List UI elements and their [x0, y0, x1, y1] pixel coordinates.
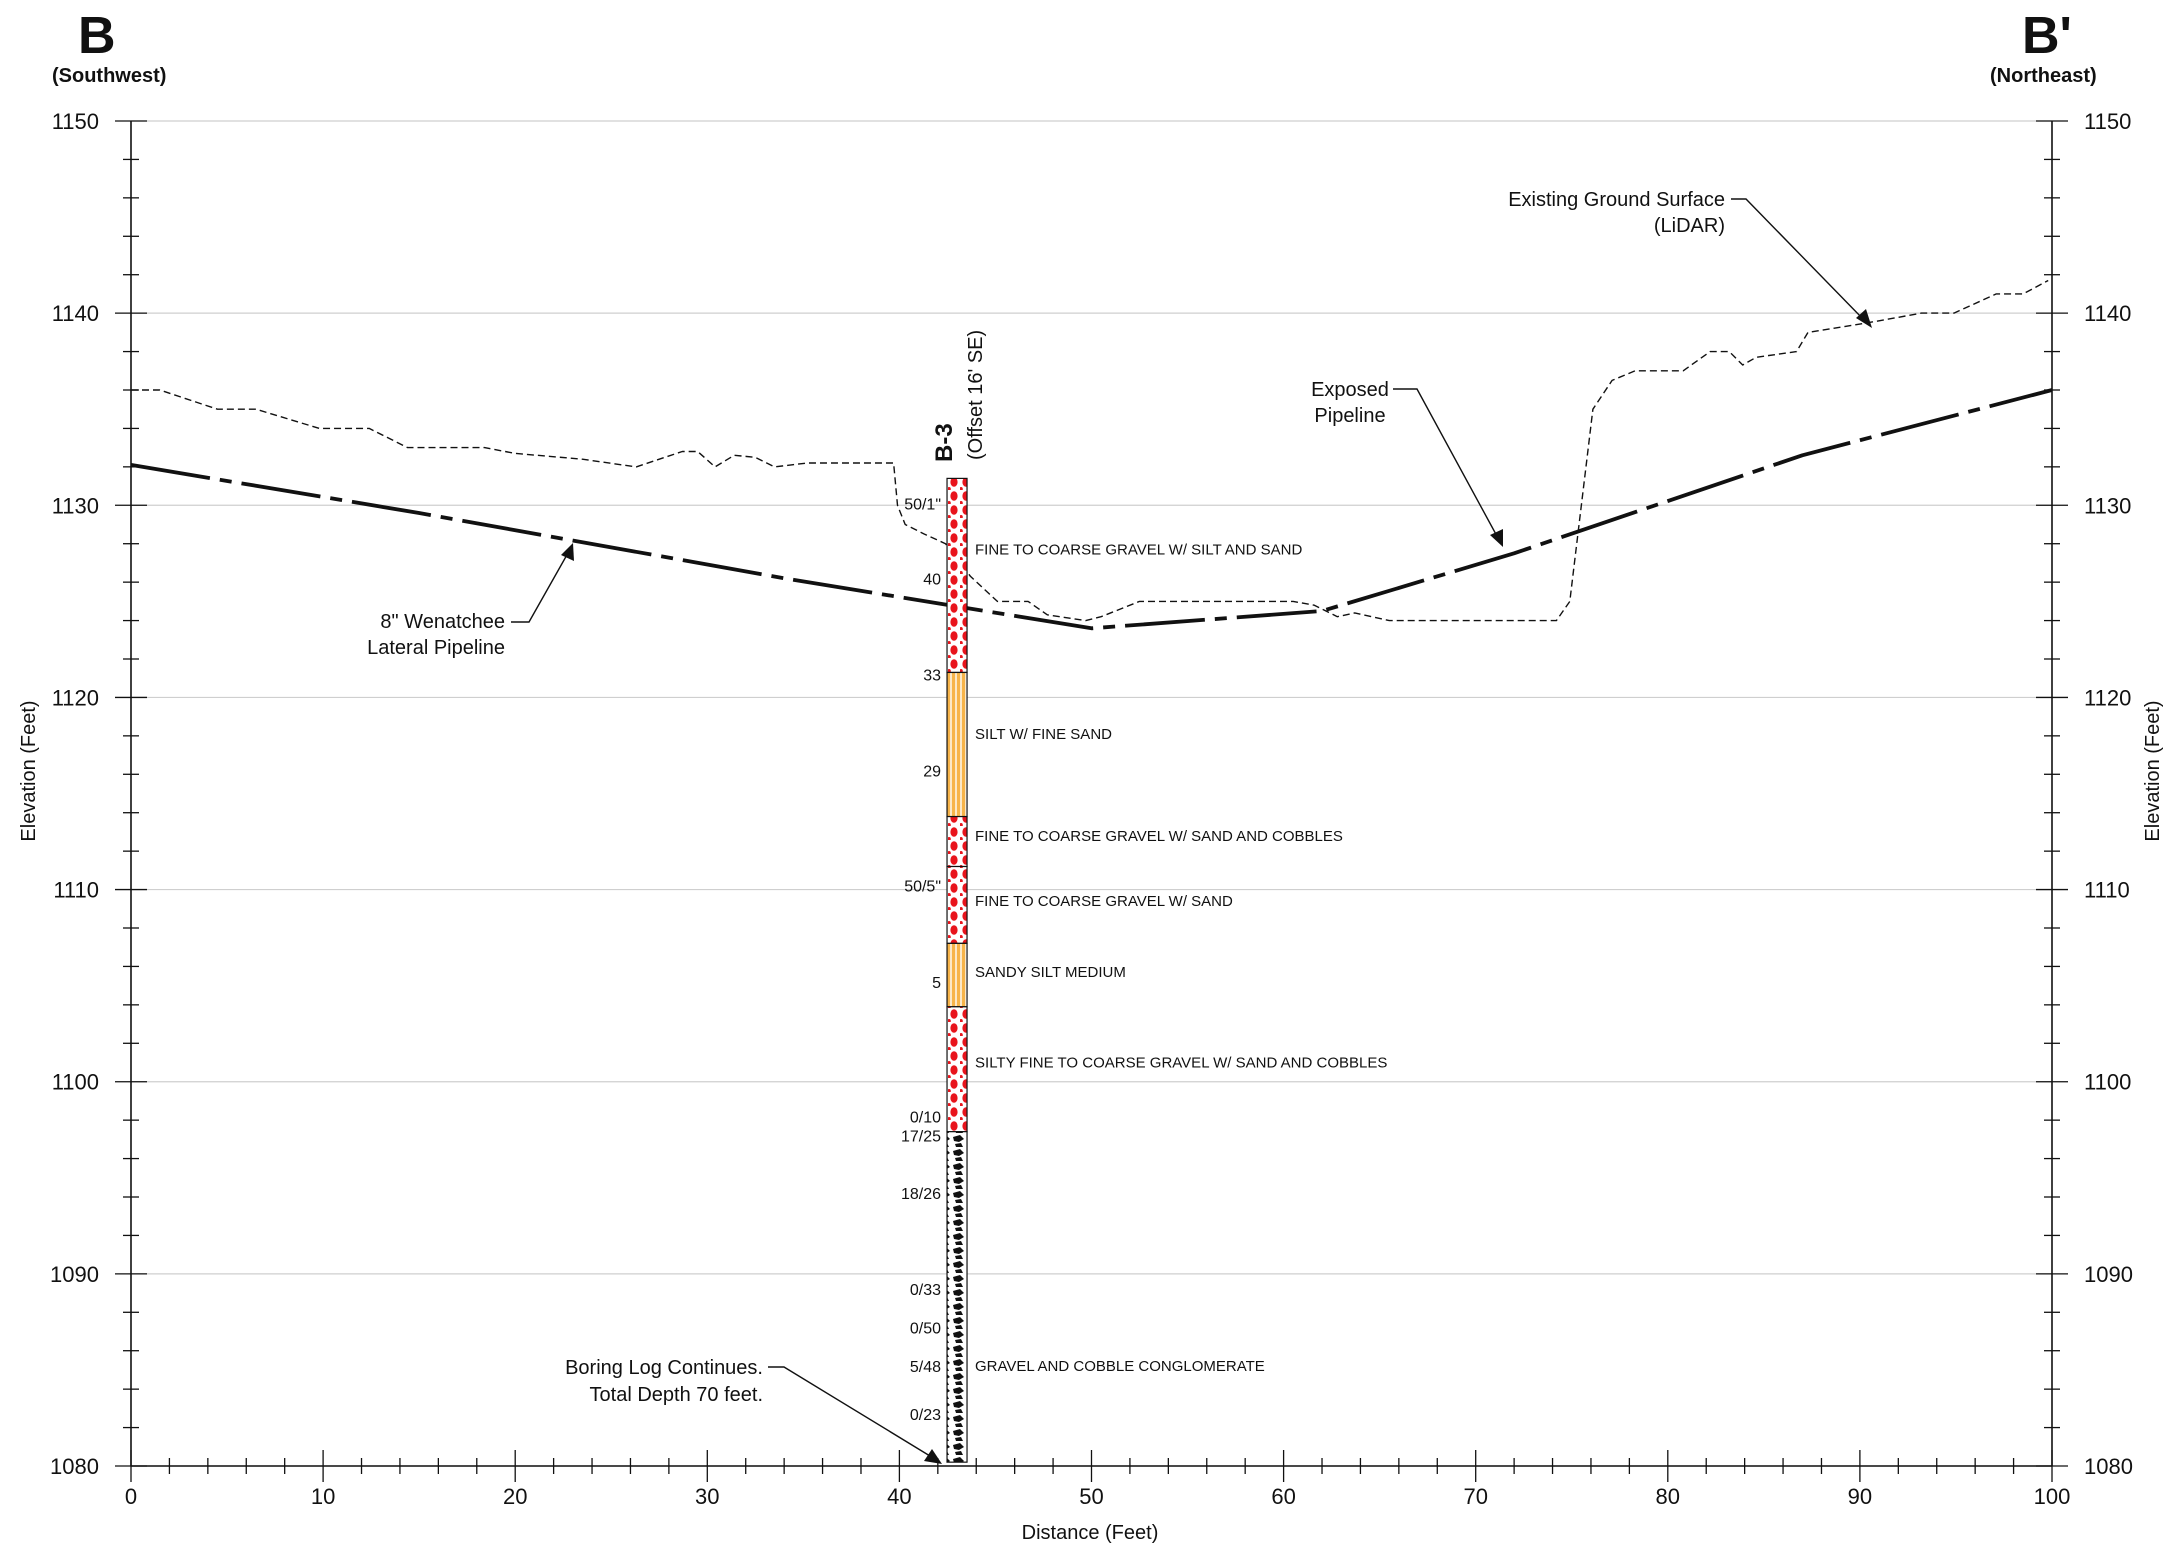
x-tick-label: 0 — [125, 1484, 137, 1509]
boring-id: B-3 — [931, 423, 958, 462]
ground-surface-arrow-icon — [1856, 309, 1872, 328]
x-tick-label: 100 — [2034, 1484, 2071, 1509]
y-tick-label-right: 1130 — [2084, 493, 2131, 518]
boring-depth-label: Total Depth 70 feet. — [590, 1384, 763, 1406]
gridlines — [131, 120, 2052, 1467]
blow-count: 5/48 — [910, 1359, 941, 1376]
y-axis-title-right: Elevation (Feet) — [2142, 700, 2164, 841]
x-tick-label: 40 — [887, 1484, 911, 1509]
x-tick-label: 60 — [1271, 1484, 1295, 1509]
pipeline-label: 8" Wenatchee — [380, 611, 505, 633]
x-tick-label: 90 — [1848, 1484, 1872, 1509]
boring-offset: (Offset 16' SE) — [965, 330, 987, 460]
y-tick-label-right: 1110 — [2084, 878, 2130, 903]
section-end-direction: (Northeast) — [1990, 65, 2097, 87]
pipeline-callout: 8" Wenatchee Lateral Pipeline — [367, 543, 574, 659]
boring-layer — [946, 1131, 968, 1463]
boring-layer — [946, 477, 968, 674]
pipeline-label-2: Lateral Pipeline — [367, 637, 505, 659]
layer-description: SILTY FINE TO COARSE GRAVEL W/ SAND AND … — [975, 1055, 1387, 1072]
y-tick-label-left: 1120 — [52, 685, 99, 710]
x-tick-label: 50 — [1079, 1484, 1103, 1509]
y-tick-label-right: 1090 — [2084, 1262, 2133, 1287]
blow-count: 50/5" — [904, 879, 941, 896]
y-axis-title-left: Elevation (Feet) — [18, 700, 40, 841]
ground-surface-source: (LiDAR) — [1654, 215, 1725, 237]
layer-description: GRAVEL AND COBBLE CONGLOMERATE — [975, 1358, 1265, 1375]
axis-ticks — [115, 120, 2068, 1482]
boring-layer — [946, 942, 968, 1008]
y-tick-label-right: 1150 — [2084, 109, 2131, 134]
y-tick-label-left: 1110 — [53, 878, 99, 903]
exposed-pipeline-label: Exposed — [1311, 379, 1389, 401]
pipeline-arrow-icon — [561, 543, 574, 561]
ground-surface-line — [131, 279, 2049, 622]
blow-count: 29 — [923, 763, 941, 780]
layer-description: FINE TO COARSE GRAVEL W/ SILT AND SAND — [975, 541, 1302, 558]
blow-count: 18/26 — [901, 1186, 941, 1203]
boring-continues-label: Boring Log Continues. — [565, 1357, 763, 1379]
boring-continues-arrow-icon — [924, 1449, 942, 1464]
blow-count: 17/25 — [901, 1129, 941, 1146]
y-tick-label-left: 1090 — [50, 1262, 99, 1287]
y-tick-label-left: 1140 — [52, 301, 99, 326]
boring-layer — [946, 671, 968, 818]
layer-description: SILT W/ FINE SAND — [975, 726, 1112, 743]
profile-lines — [130, 279, 2053, 631]
y-tick-label-left: 1130 — [52, 493, 99, 518]
x-axis-title: Distance (Feet) — [1022, 1522, 1159, 1544]
y-tick-label-right: 1120 — [2084, 685, 2131, 710]
section-end-label: B' — [2022, 7, 2072, 65]
ground-surface-callout: Existing Ground Surface (LiDAR) — [1508, 189, 1872, 328]
section-start-direction: (Southwest) — [52, 65, 167, 87]
section-start-label: B — [78, 7, 116, 65]
ground-surface-label: Existing Ground Surface — [1508, 189, 1725, 211]
boring-layer — [946, 815, 968, 868]
boring-layer — [946, 1006, 968, 1133]
boring-continues-callout: Boring Log Continues. Total Depth 70 fee… — [565, 1357, 942, 1464]
y-tick-label-right: 1140 — [2084, 301, 2131, 326]
layer-description: SANDY SILT MEDIUM — [975, 964, 1126, 981]
blow-count: 0/23 — [910, 1407, 941, 1424]
x-tick-label: 80 — [1656, 1484, 1680, 1509]
exposed-pipeline-callout: Exposed Pipeline — [1311, 379, 1503, 547]
exposed-pipeline-label-2: Pipeline — [1314, 405, 1385, 427]
layer-description: FINE TO COARSE GRAVEL W/ SAND — [975, 893, 1233, 910]
blow-count: 40 — [923, 571, 941, 588]
y-tick-label-left: 1150 — [52, 109, 99, 134]
blow-count: 0/10 — [910, 1109, 941, 1126]
exposed-pipeline-arrow-icon — [1490, 529, 1503, 547]
y-tick-label-left: 1100 — [52, 1070, 99, 1095]
y-tick-label-left: 1080 — [50, 1454, 99, 1479]
x-tick-label: 70 — [1463, 1484, 1487, 1509]
y-tick-label-right: 1100 — [2084, 1070, 2131, 1095]
blow-count: 33 — [923, 667, 941, 684]
layer-description: FINE TO COARSE GRAVEL W/ SAND AND COBBLE… — [975, 828, 1343, 845]
boring-layer — [946, 865, 968, 944]
x-tick-label: 20 — [503, 1484, 527, 1509]
x-tick-label: 30 — [695, 1484, 719, 1509]
boring-log-b3: 50/1" 40 33 29 50/5" 5 0/10 17/25 18/26 0/33 0/50 5… — [901, 477, 1387, 1463]
blow-count: 50/1" — [904, 496, 941, 513]
blow-count: 0/50 — [910, 1321, 941, 1338]
y-tick-label-right: 1080 — [2084, 1454, 2133, 1479]
blow-count: 5 — [932, 975, 941, 992]
blow-count: 0/33 — [910, 1282, 941, 1299]
x-tick-label: 10 — [311, 1484, 335, 1509]
pipeline-line — [130, 388, 2053, 631]
